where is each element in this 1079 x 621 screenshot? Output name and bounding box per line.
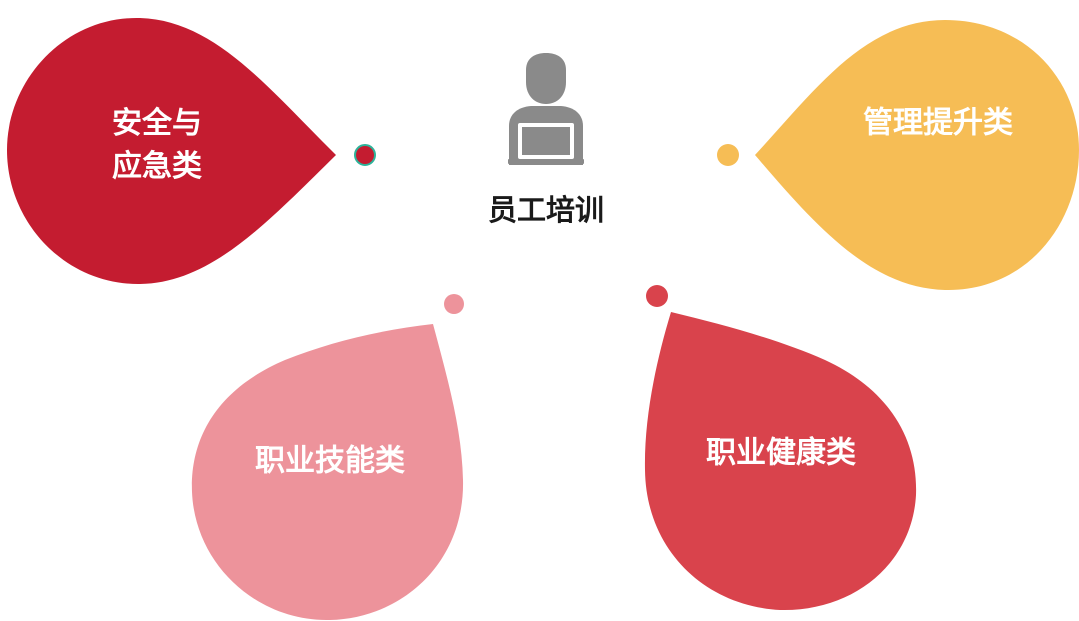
dot-management (717, 144, 739, 166)
drop-management (755, 20, 1079, 291)
drop-safety (7, 17, 336, 285)
label-health: 职业健康类 (706, 435, 856, 471)
dot-health (646, 285, 668, 307)
label-management: 管理提升类 (863, 105, 1013, 141)
dot-safety (354, 144, 376, 166)
center-title: 员工培训 (487, 193, 605, 227)
dot-skills (444, 294, 464, 314)
label-safety: 安全与 应急类 (112, 106, 202, 184)
drop-health (644, 312, 917, 611)
employee-laptop-icon (508, 53, 584, 165)
label-skills: 职业技能类 (255, 443, 405, 479)
drop-skills (191, 324, 464, 621)
